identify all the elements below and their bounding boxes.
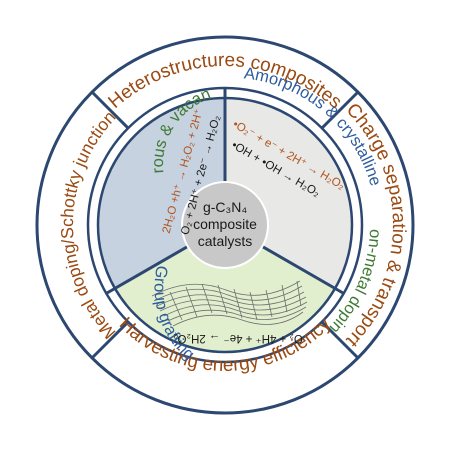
center-label-line1: g-C₃N₄ <box>203 199 247 215</box>
center-circle <box>181 181 269 269</box>
outer-divider-upper-right <box>320 90 360 130</box>
center-label-line2: composite <box>193 216 257 232</box>
gcn-sheet-illustration <box>151 280 308 327</box>
outer-dividers <box>90 90 360 360</box>
outer-divider-upper-left <box>90 90 130 130</box>
equation-nonmetal-1: O₂ + 4H⁺ + 4e⁻ → 2H₂O₂ <box>173 332 303 344</box>
outer-divider-lower-left <box>90 320 130 360</box>
outer-ring <box>35 35 415 415</box>
center-label-line3: catalysts <box>198 233 252 249</box>
outer-divider-lower-right <box>320 320 360 360</box>
